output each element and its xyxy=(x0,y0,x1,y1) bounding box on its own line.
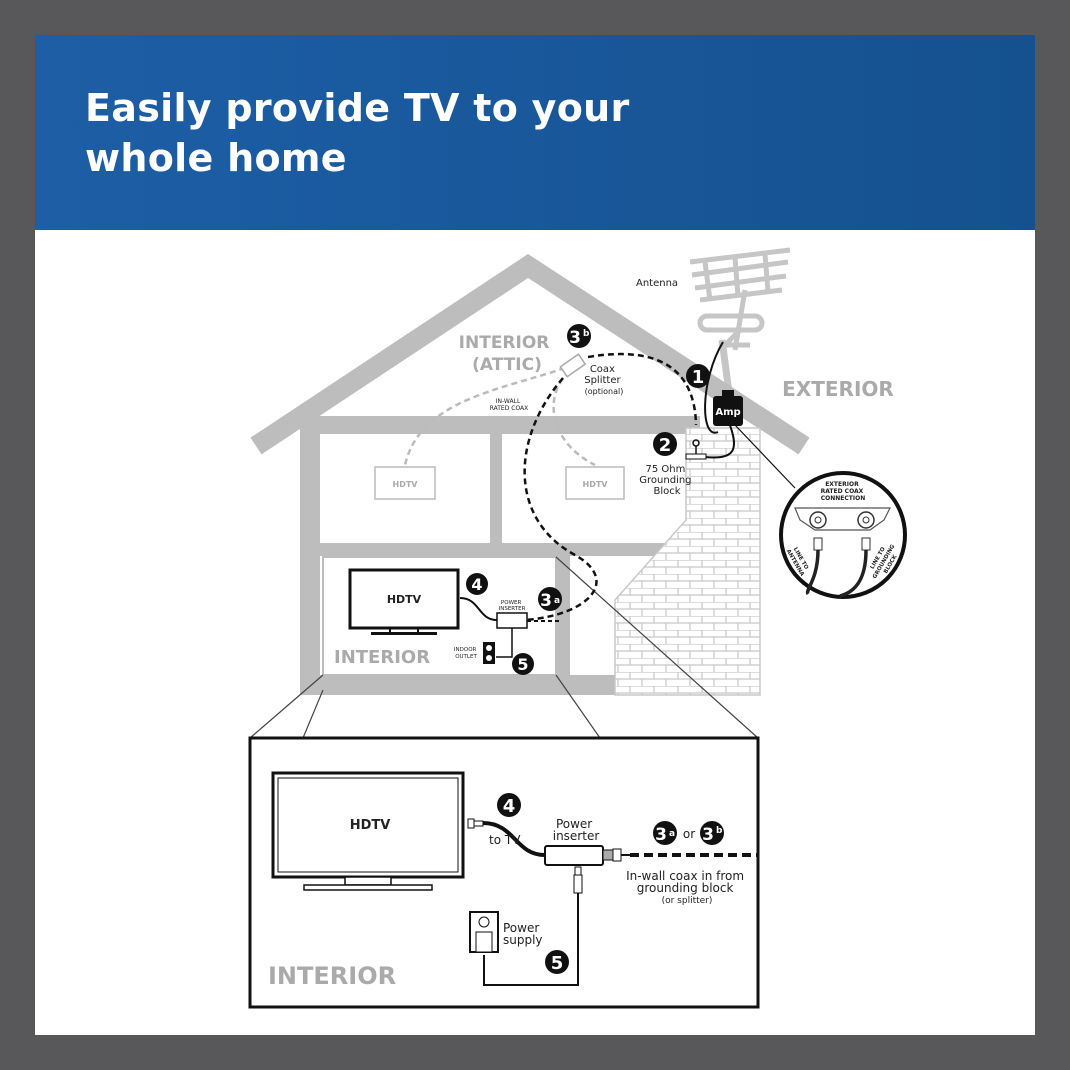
room-power-inserter xyxy=(496,612,528,629)
antenna-label: Antenna xyxy=(636,278,678,289)
inset-badge-5: 5 xyxy=(545,950,569,974)
inset-hdtv xyxy=(271,771,465,879)
in-wall-coax-black xyxy=(523,352,698,622)
zoom-lines xyxy=(249,556,759,739)
badge-4: 4 xyxy=(466,573,488,595)
antenna-cable xyxy=(704,341,736,459)
svg-text:5: 5 xyxy=(517,655,528,674)
svg-text:3: 3 xyxy=(655,825,667,845)
room-hdtv xyxy=(348,568,460,630)
amp-label: Amp xyxy=(715,407,740,418)
inset-interior-label: INTERIOR xyxy=(268,962,396,990)
badge-2: 2 xyxy=(653,432,677,456)
room-hdtv-label: HDTV xyxy=(387,593,422,606)
grounding-block-icon xyxy=(685,439,707,460)
power-supply-label: Power supply xyxy=(503,921,543,947)
indoor-outlet-label: INDOOR OUTLET xyxy=(454,647,478,660)
brick-wall xyxy=(614,427,761,696)
svg-text:1: 1 xyxy=(692,367,705,388)
amp-box xyxy=(713,396,743,426)
svg-text:EXTERIOR RATED COAX: EXTERIOR RATED COAX CONNECTION xyxy=(821,481,866,502)
coax-splitter-icon xyxy=(559,353,587,378)
callout-pointer xyxy=(734,424,796,489)
in-wall-coax-inset-label: In-wall coax in from grounding block (or… xyxy=(626,869,748,906)
exterior-connection-callout: EXTERIOR RATED COAX CONNECTION LINE TO A… xyxy=(779,471,907,599)
to-tv-label: to TV xyxy=(489,833,521,847)
svg-text:3: 3 xyxy=(569,328,581,348)
page-title: Easily provide TV to your whole home xyxy=(85,83,630,183)
title-line-2: whole home xyxy=(85,136,347,180)
coax-splitter-label: Coax Splitter (optional) xyxy=(584,364,624,396)
antenna-icon xyxy=(689,247,791,401)
attic-label: INTERIOR (ATTIC) xyxy=(459,333,556,375)
svg-text:b: b xyxy=(716,826,723,836)
room-power-inserter-label: POWER INSERTER xyxy=(499,600,526,612)
inset-badge-4: 4 xyxy=(497,793,521,817)
svg-text:b: b xyxy=(583,329,590,339)
exterior-label: EXTERIOR xyxy=(782,377,894,401)
inset-power-inserter-label: Power inserter xyxy=(553,817,600,843)
svg-text:2: 2 xyxy=(659,435,672,456)
badge-5: 5 xyxy=(512,653,534,675)
inset-hdtv-label: HDTV xyxy=(350,818,391,833)
svg-text:3: 3 xyxy=(540,591,552,611)
upper-tv-left-label: HDTV xyxy=(393,480,419,489)
svg-text:a: a xyxy=(554,596,560,606)
inset-power-inserter-icon xyxy=(544,845,604,866)
title-line-1: Easily provide TV to your xyxy=(85,86,630,130)
interior-detail-inset: HDTV to TV Power inserter or In-wall coa… xyxy=(248,736,760,1009)
or-label: or xyxy=(683,827,695,841)
upper-tv-right-label: HDTV xyxy=(583,480,609,489)
svg-text:4: 4 xyxy=(503,796,516,817)
badge-1: 1 xyxy=(686,364,710,388)
svg-text:5: 5 xyxy=(551,953,564,974)
indoor-outlet-icon xyxy=(483,642,495,664)
upper-tv-left xyxy=(374,466,436,500)
title-banner: Easily provide TV to your whole home xyxy=(35,35,1035,230)
in-wall-coax-label: IN-WALL RATED COAX xyxy=(490,398,529,412)
house-structure xyxy=(250,254,810,695)
svg-text:4: 4 xyxy=(471,575,482,594)
svg-text:a: a xyxy=(669,829,675,839)
grounding-block-label: 75 Ohm Grounding Block xyxy=(639,464,694,497)
room-interior-label: INTERIOR xyxy=(334,647,430,668)
upper-tv-right xyxy=(565,466,625,500)
svg-text:3: 3 xyxy=(702,825,714,845)
